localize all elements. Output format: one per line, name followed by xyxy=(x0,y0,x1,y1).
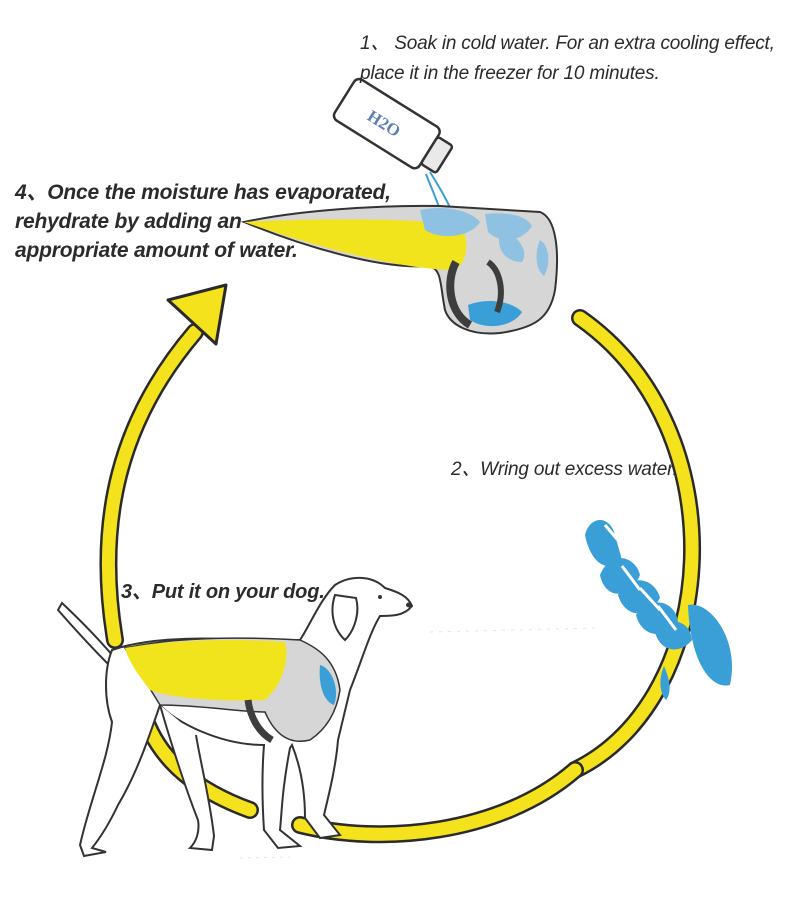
step3-caption: 3、Put it on your dog. xyxy=(121,579,325,605)
step4-caption: 4、Once the moisture has evaporated, rehy… xyxy=(15,178,391,265)
step1-line2: place it in the freezer for 10 minutes. xyxy=(360,63,660,84)
step2-line1: 2、Wring out excess water. xyxy=(451,459,678,480)
water-bottle-icon: H2O xyxy=(332,77,454,215)
dog-icon xyxy=(56,576,414,858)
step4-line1: 4、Once the moisture has evaporated, xyxy=(15,181,391,204)
step3-line1: 3、Put it on your dog. xyxy=(121,581,325,603)
step1-caption: 1、 Soak in cold water. For an extra cool… xyxy=(360,29,775,89)
wrung-vest-icon xyxy=(585,520,732,700)
step2-caption: 2、Wring out excess water. xyxy=(451,458,678,482)
step1-line1: 1、 Soak in cold water. For an extra cool… xyxy=(360,33,775,54)
background-marks xyxy=(239,627,601,859)
step4-line3: appropriate amount of water. xyxy=(15,239,298,262)
step4-line2: rehydrate by adding an xyxy=(15,210,242,233)
cooling-vest-icon xyxy=(240,204,558,335)
